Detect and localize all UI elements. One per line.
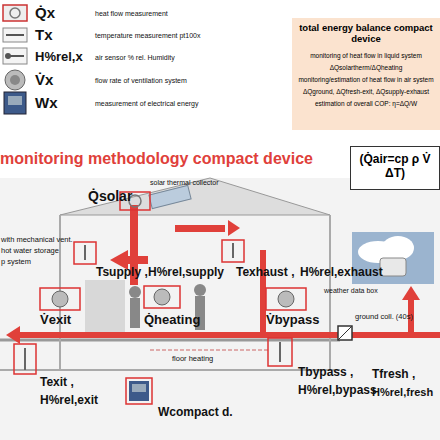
- sensor-label: H%rel,fresh: [372, 386, 433, 398]
- sensor-label: Q̇heating: [144, 313, 200, 327]
- sensor-label: H%rel,x: [35, 50, 83, 64]
- sensor-label: with mechanical vent.: [1, 236, 73, 244]
- node-text: ΔQground, ΔQfresh-exit, ΔQsupply-exhaust: [296, 88, 436, 95]
- sensor-label: p system: [1, 258, 31, 266]
- title: monitoring methodology compact device: [0, 150, 313, 168]
- sensor-label: Texit ,: [40, 376, 74, 389]
- sensor-label: Q̇solar: [88, 189, 132, 204]
- building-section: [0, 178, 440, 440]
- formula-box: (Q̇air=cp ρ V̇ ΔT): [350, 146, 440, 190]
- sensor-label: Tx: [35, 27, 53, 44]
- sensor-label: H%rel,exit: [40, 394, 98, 407]
- node-text: monitoring of heat flow in liquid system: [296, 52, 436, 59]
- legend-text: measurement of electrical energy: [95, 100, 199, 108]
- legend-text: air sensor % rel. Humidity: [95, 54, 175, 62]
- sensor-label: Wx: [35, 95, 58, 112]
- sensor-label: hot water storage: [1, 247, 59, 255]
- sensor-label: V̇bypass: [266, 313, 319, 327]
- sensor-label: Tfresh ,: [372, 368, 415, 381]
- legend-text: flow rate of ventilation system: [95, 77, 187, 85]
- sensor-label: weather data box: [324, 287, 378, 295]
- legend-icons: [3, 5, 27, 114]
- sensor-label: floor heating: [172, 355, 213, 363]
- sensor-label: V̇exit: [40, 313, 71, 327]
- sensor-label: H%rel,exhaust: [300, 266, 383, 279]
- sensor-label: Wcompact d.: [158, 406, 233, 419]
- node-text: estimation of overall COP: η=ΔQ/W: [296, 100, 436, 107]
- sensor-label: V̇x: [35, 72, 53, 89]
- node-text: (Q̇air=cp ρ V̇ ΔT): [355, 152, 435, 180]
- legend-text: heat flow measurement: [95, 10, 168, 18]
- sensor-label: ground coll. (40s): [355, 313, 413, 321]
- node-text: monitoring/estimation of heat flow in ai…: [296, 76, 436, 83]
- sensor-label: Q̇x: [35, 5, 55, 22]
- sensor-label: H%rel,bypass: [298, 384, 377, 397]
- sensor-label: H%rel,supply: [148, 266, 224, 279]
- node-text: total energy balance compact device: [296, 22, 436, 44]
- legend-text: temperature measurement pt100x: [95, 32, 200, 40]
- sensor-label: Texhaust ,: [236, 266, 294, 279]
- node-text: ΔQsolartherm/ΔQheating: [296, 64, 436, 71]
- sensor-label: solar thermal collector: [150, 179, 218, 187]
- summary-box: total energy balance compact device monit…: [292, 18, 440, 130]
- sensor-label: Tbypass ,: [298, 366, 353, 379]
- sensor-label: Tsupply ,: [96, 266, 148, 279]
